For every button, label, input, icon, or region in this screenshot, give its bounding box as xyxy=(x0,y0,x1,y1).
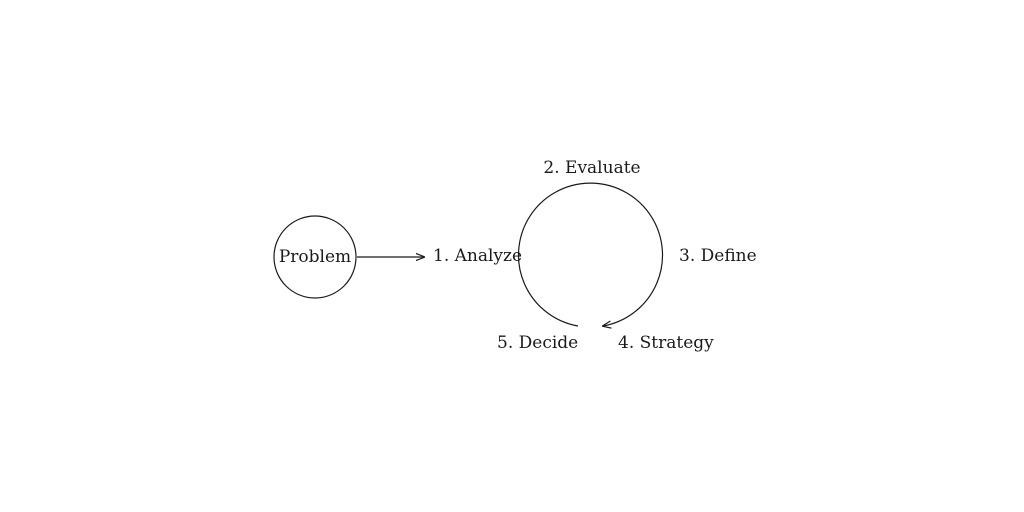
step-4-label: 4. Strategy xyxy=(618,333,714,353)
step-5-label: 5. Decide xyxy=(497,333,578,353)
problem-node-label: Problem xyxy=(279,247,351,267)
cycle-arc xyxy=(517,182,664,326)
problem-node-circle xyxy=(273,215,357,299)
step-3-label: 3. Define xyxy=(679,246,757,266)
step-1-label: 1. Analyze xyxy=(433,246,522,266)
step-2-label: 2. Evaluate xyxy=(543,158,640,178)
